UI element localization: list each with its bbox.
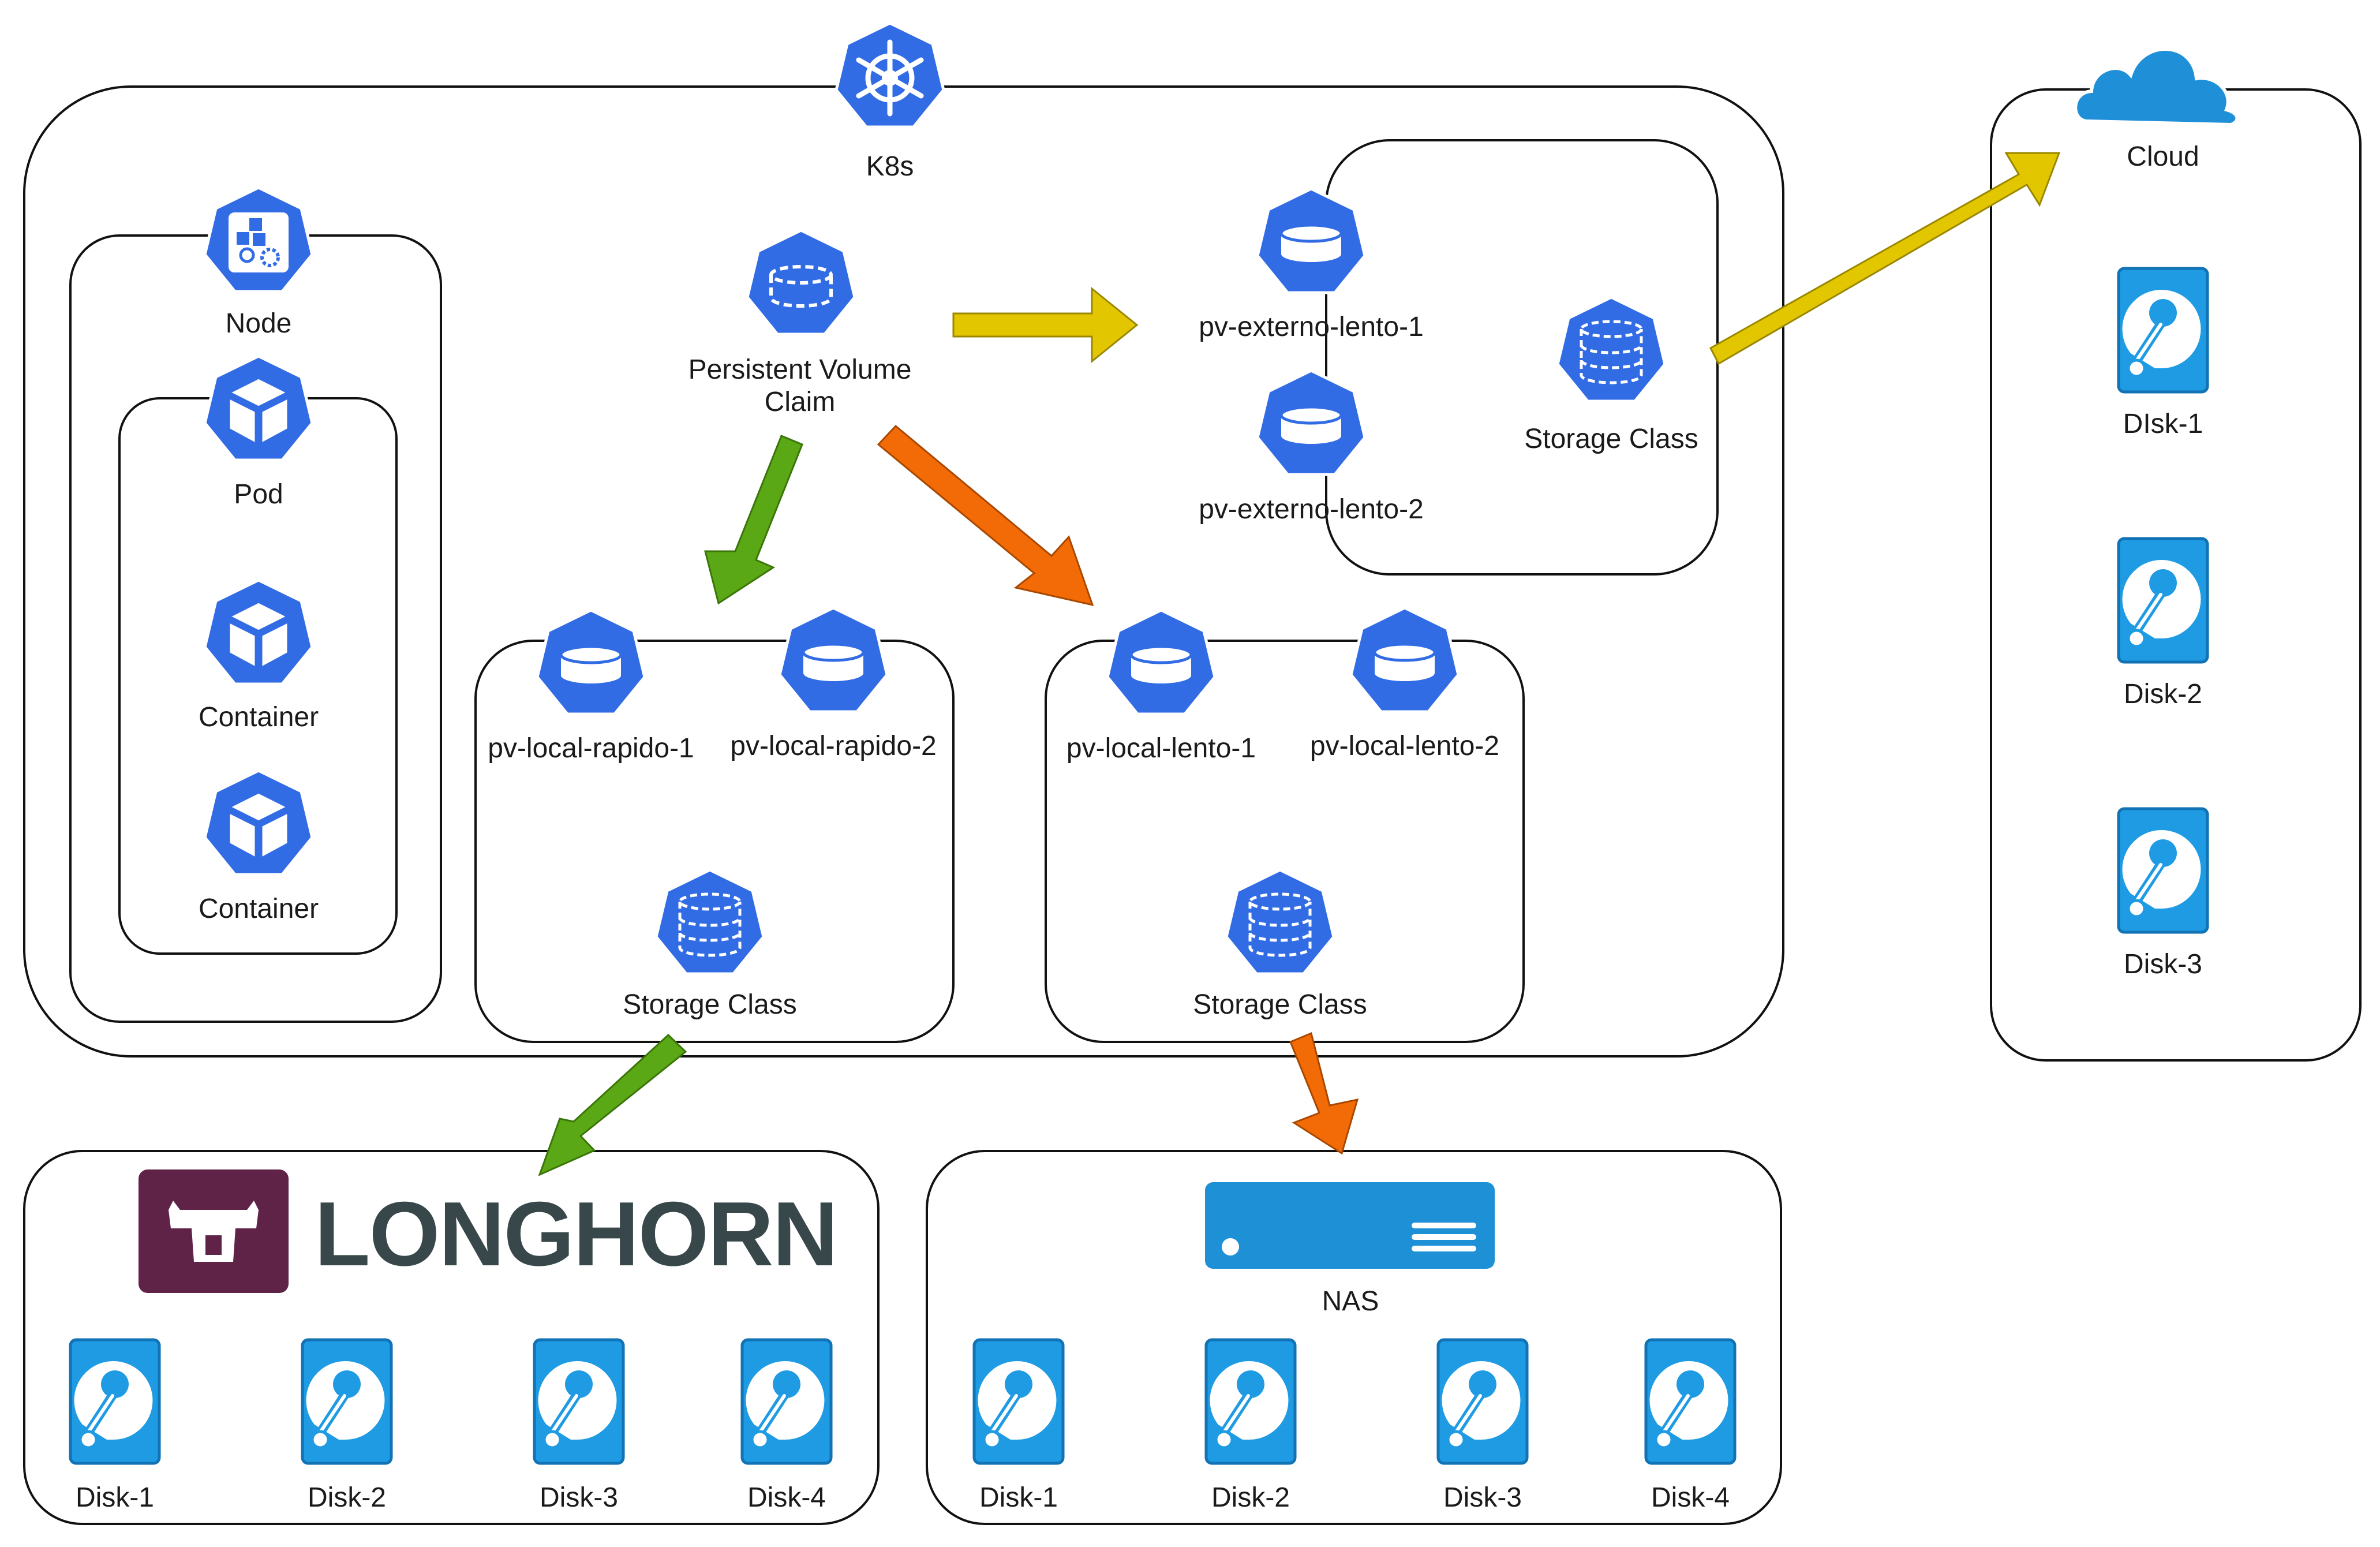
container-label: Container: [199, 702, 319, 733]
pvc-label-line2: Claim: [765, 387, 836, 417]
hard-disk-icon: [2119, 809, 2207, 932]
hard-disk-icon: [742, 1340, 831, 1463]
hard-disk-icon: [1646, 1340, 1735, 1463]
longhorn-disk-1-label: Disk-1: [76, 1482, 154, 1513]
longhorn-wordmark: LONGHORN: [315, 1183, 837, 1285]
hard-disk-icon: [1206, 1340, 1295, 1463]
longhorn-disk-3-label: Disk-3: [540, 1482, 618, 1513]
fast-storage-class-label: Storage Class: [623, 989, 796, 1020]
cloud-icon: [2074, 47, 2239, 127]
kubernetes-helm-icon: [836, 23, 944, 127]
k8s-label: K8s: [866, 151, 914, 182]
pod-label: Pod: [234, 479, 283, 510]
pvc-label-line1: Persistent Volume: [688, 354, 912, 385]
slow-pv-box: [1045, 640, 1525, 1043]
arrow-pvc-to-external: [952, 286, 1139, 364]
longhorn-disk-4-label: Disk-4: [747, 1482, 826, 1513]
arrow-slow-to-nas: [1289, 1032, 1359, 1155]
hard-disk-icon: [70, 1340, 159, 1463]
nas-server-icon: [1205, 1182, 1495, 1269]
arrow-pvc-to-fast: [704, 435, 803, 605]
hard-disk-icon: [1438, 1340, 1527, 1463]
longhorn-disk-2-label: Disk-2: [308, 1482, 386, 1513]
hard-disk-icon: [2119, 268, 2207, 392]
pv-externo-lento-2-label: pv-externo-lento-2: [1199, 494, 1424, 525]
arrow-external-to-cloud: [1709, 152, 2061, 365]
nas-disk-4-label: Disk-4: [1651, 1482, 1730, 1513]
external-storage-class-label: Storage Class: [1524, 424, 1698, 454]
hard-disk-icon: [974, 1340, 1063, 1463]
hard-disk-icon: [302, 1340, 391, 1463]
arrow-pvc-to-slow: [877, 424, 1094, 607]
nas-disk-1-label: Disk-1: [979, 1482, 1058, 1513]
arrow-fast-to-longhorn: [538, 1033, 687, 1176]
longhorn-bull-icon: [169, 1201, 259, 1262]
hard-disk-icon: [2119, 539, 2207, 662]
pv-local-rapido-2-label: pv-local-rapido-2: [730, 731, 937, 761]
cloud-disk-1-label: DIsk-1: [2123, 409, 2203, 439]
cloud-disk-2-label: Disk-2: [2124, 679, 2202, 709]
fast-pv-box: [474, 640, 955, 1043]
nas-label: NAS: [1322, 1286, 1379, 1317]
nas-disk-2-label: Disk-2: [1211, 1482, 1290, 1513]
node-label: Node: [226, 308, 292, 339]
pv-local-lento-2-label: pv-local-lento-2: [1310, 731, 1499, 761]
nas-disk-3-label: Disk-3: [1443, 1482, 1522, 1513]
pv-externo-lento-1-label: pv-externo-lento-1: [1199, 312, 1424, 342]
pv-local-lento-1-label: pv-local-lento-1: [1066, 733, 1256, 764]
slow-storage-class-label: Storage Class: [1193, 989, 1367, 1020]
longhorn-logo: LONGHORN: [139, 1169, 839, 1293]
hard-disk-icon: [534, 1340, 623, 1463]
nas-box: [926, 1150, 1782, 1525]
pv-local-rapido-1-label: pv-local-rapido-1: [488, 733, 694, 764]
cloud-label: Cloud: [2127, 141, 2199, 172]
container-label: Container: [199, 894, 319, 924]
cloud-disk-3-label: Disk-3: [2124, 949, 2202, 980]
